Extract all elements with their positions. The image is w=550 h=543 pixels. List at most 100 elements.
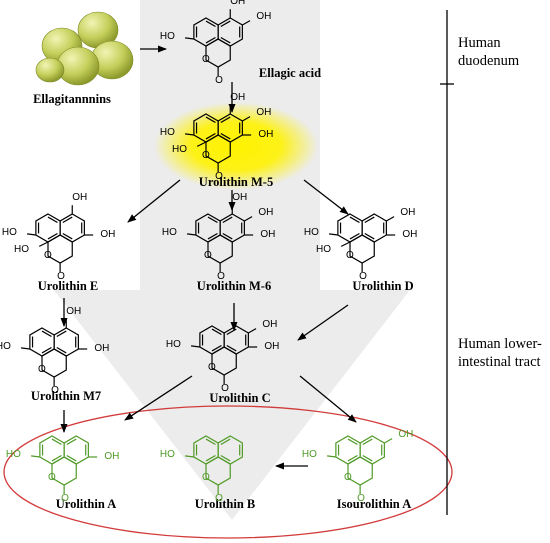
isourolithin-a-carbonyl-o: O — [357, 493, 365, 504]
urolithin-d-oh-bond — [386, 216, 395, 222]
ellagic-acid-carbonyl-o: O — [215, 75, 223, 86]
urolithin-m5-double-bond — [205, 132, 216, 140]
urolithin-m7-hydroxyl-1: OH — [66, 306, 82, 317]
urolithin-c-hydroxyl-1: OH — [262, 319, 278, 330]
urolithin-m7-double-bond — [41, 346, 52, 354]
urolithin-e-carbonyl-o: O — [57, 271, 65, 282]
urolithin-m5-double-bond — [220, 132, 231, 140]
label-urolithin-m6: Urolithin M-6 — [196, 279, 272, 293]
ellagic-acid-oh-bond — [185, 37, 194, 40]
urolithin-e-oh-bond — [38, 241, 49, 247]
molecule-structures — [21, 9, 396, 494]
isourolithin-a-double-bond — [362, 438, 373, 446]
urolithin-a-double-bond — [66, 438, 77, 446]
urolithin-d-double-bond — [364, 232, 375, 240]
ellagic-acid-hydroxyl-2: OH — [256, 11, 272, 22]
urolithin-m7-ring-right — [53, 327, 79, 357]
urolithin-b-oh-bond — [185, 455, 194, 458]
urolithin-m5-hydroxyl-4: OH — [258, 129, 274, 140]
urolithin-b-double-bond — [205, 454, 216, 462]
urolithin-m6-hydroxyl-1: OH — [232, 192, 248, 203]
urolithin-d-hydroxyl-3: OH — [402, 229, 418, 240]
urolithin-d-hydroxyl-2: OH — [400, 207, 416, 218]
urolithin-a-ring-left — [39, 435, 65, 465]
arrow-d-to-c — [297, 304, 349, 341]
label-ellagitannins: Ellagitannnins — [33, 92, 111, 106]
urolithin-m6-double-bond — [207, 232, 218, 240]
label-urolithin-d: Urolithin D — [352, 279, 414, 293]
urolithin-m6-hydroxyl-2: OH — [258, 207, 274, 218]
pathway-background-arrow — [54, 0, 410, 520]
region-label-lower-tract-line-1: Human lower- — [458, 336, 542, 352]
urolithin-m7-oh-bond — [21, 347, 30, 350]
urolithin-m7-hydroxyl-0: HO — [0, 341, 11, 352]
ellagic-acid-oh-bond — [242, 20, 251, 26]
urolithin-c-hydroxyl-2: OH — [264, 341, 280, 352]
isourolithin-a-oh-bond — [384, 438, 393, 444]
urolithin-e-ring-o: O — [43, 250, 52, 261]
urolithin-m6-oh-bond — [244, 216, 253, 222]
label-urolithin-c: Urolithin C — [209, 391, 271, 405]
urolithin-d-ring-right — [361, 213, 387, 243]
region-label-lower-tract-line-2: intestinal tract — [458, 354, 541, 370]
urolithin-m5-carbonyl-o: O — [215, 171, 223, 182]
label-urolithin-a: Urolithin A — [55, 497, 117, 511]
final-metabolites-ellipse — [3, 405, 453, 539]
urolithin-e-oh-bond — [27, 233, 36, 236]
urolithin-d-hydroxyl-1: HO — [316, 244, 331, 255]
urolithin-b-ring-o: O — [201, 472, 210, 483]
urolithin-m7-ring-o: O — [37, 364, 46, 375]
isourolithin-a-hydroxyl-1: OH — [398, 429, 414, 440]
urolithin-e-hydroxyl-0: HO — [1, 227, 17, 238]
urolithin-d-oh-bond — [329, 233, 338, 236]
urolithin-m5-hydroxyl-0: HO — [159, 127, 175, 138]
region-label-lower-tract: Human lower- intestinal tract — [458, 335, 542, 371]
urolithin-m6-hydroxyl-3: OH — [260, 229, 276, 240]
urolithin-b-hydroxyl-0: HO — [159, 449, 175, 460]
label-urolithin-m5: Urolithin M-5 — [198, 175, 274, 189]
urolithin-d-ring-o: O — [345, 250, 354, 261]
region-label-duodenum: Human duodenum — [458, 34, 519, 70]
urolithin-m7-hydroxyl-2: OH — [94, 343, 110, 354]
urolithin-e-ring-left — [35, 213, 61, 243]
urolithin-m5-oh-bond — [185, 133, 194, 136]
urolithin-m7-double-bond — [41, 330, 52, 338]
isourolithin-a-double-bond — [347, 438, 358, 446]
urolithin-m5-oh-bond — [242, 116, 251, 122]
isourolithin-a-double-bond — [347, 454, 358, 462]
urolithin-a-double-bond — [51, 454, 62, 462]
ellagic-acid-ring-o: O — [201, 54, 210, 65]
urolithin-a-hydroxyl-0: HO — [5, 449, 21, 460]
isourolithin-a-double-bond — [362, 454, 373, 462]
label-isourolithin-a: Isourolithin A — [336, 497, 412, 511]
urolithin-m6-ring-o: O — [203, 250, 212, 261]
urolithin-m6-double-bond — [207, 216, 218, 224]
urolithin-m5-oh-bond — [196, 141, 207, 147]
urolithin-d-ring-left — [337, 213, 363, 243]
urolithin-b-double-bond — [205, 438, 216, 446]
urolithin-e-hydroxyl-2: OH — [72, 192, 88, 203]
urolithin-a-double-bond — [51, 438, 62, 446]
urolithin-c-oh-bond — [248, 328, 257, 334]
region-label-duodenum-line-2: duodenum — [458, 53, 520, 69]
ellagic-acid-double-bond — [205, 36, 216, 44]
urolithin-a-carbonyl-o: O — [61, 493, 69, 504]
reaction-arrows — [60, 45, 357, 470]
isourolithin-a-ring-o: O — [343, 472, 352, 483]
ellagic-acid-hydroxyl-0: HO — [159, 31, 175, 42]
urolithin-c-double-bond — [211, 328, 222, 336]
urolithin-a-ring-o: O — [47, 472, 56, 483]
urolithin-e-ring-right — [59, 213, 85, 243]
urolithin-d-hydroxyl-0: HO — [303, 227, 319, 238]
urolithin-d-double-bond — [349, 232, 360, 240]
isourolithin-a-ring-left — [335, 435, 361, 465]
urolithin-m5-ring-o: O — [201, 150, 210, 161]
region-label-duodenum-line-1: Human — [458, 35, 501, 51]
urolithin-a-ring-right — [63, 435, 89, 465]
urolithin-m6-hydroxyl-0: HO — [161, 227, 177, 238]
ellagitannin-fruit-image — [35, 11, 134, 86]
label-ellagic-acid: Ellagic acid — [258, 66, 322, 80]
urolithin-m5-hydroxyl-1: HO — [172, 144, 187, 155]
isourolithin-a-oh-bond — [327, 455, 336, 458]
